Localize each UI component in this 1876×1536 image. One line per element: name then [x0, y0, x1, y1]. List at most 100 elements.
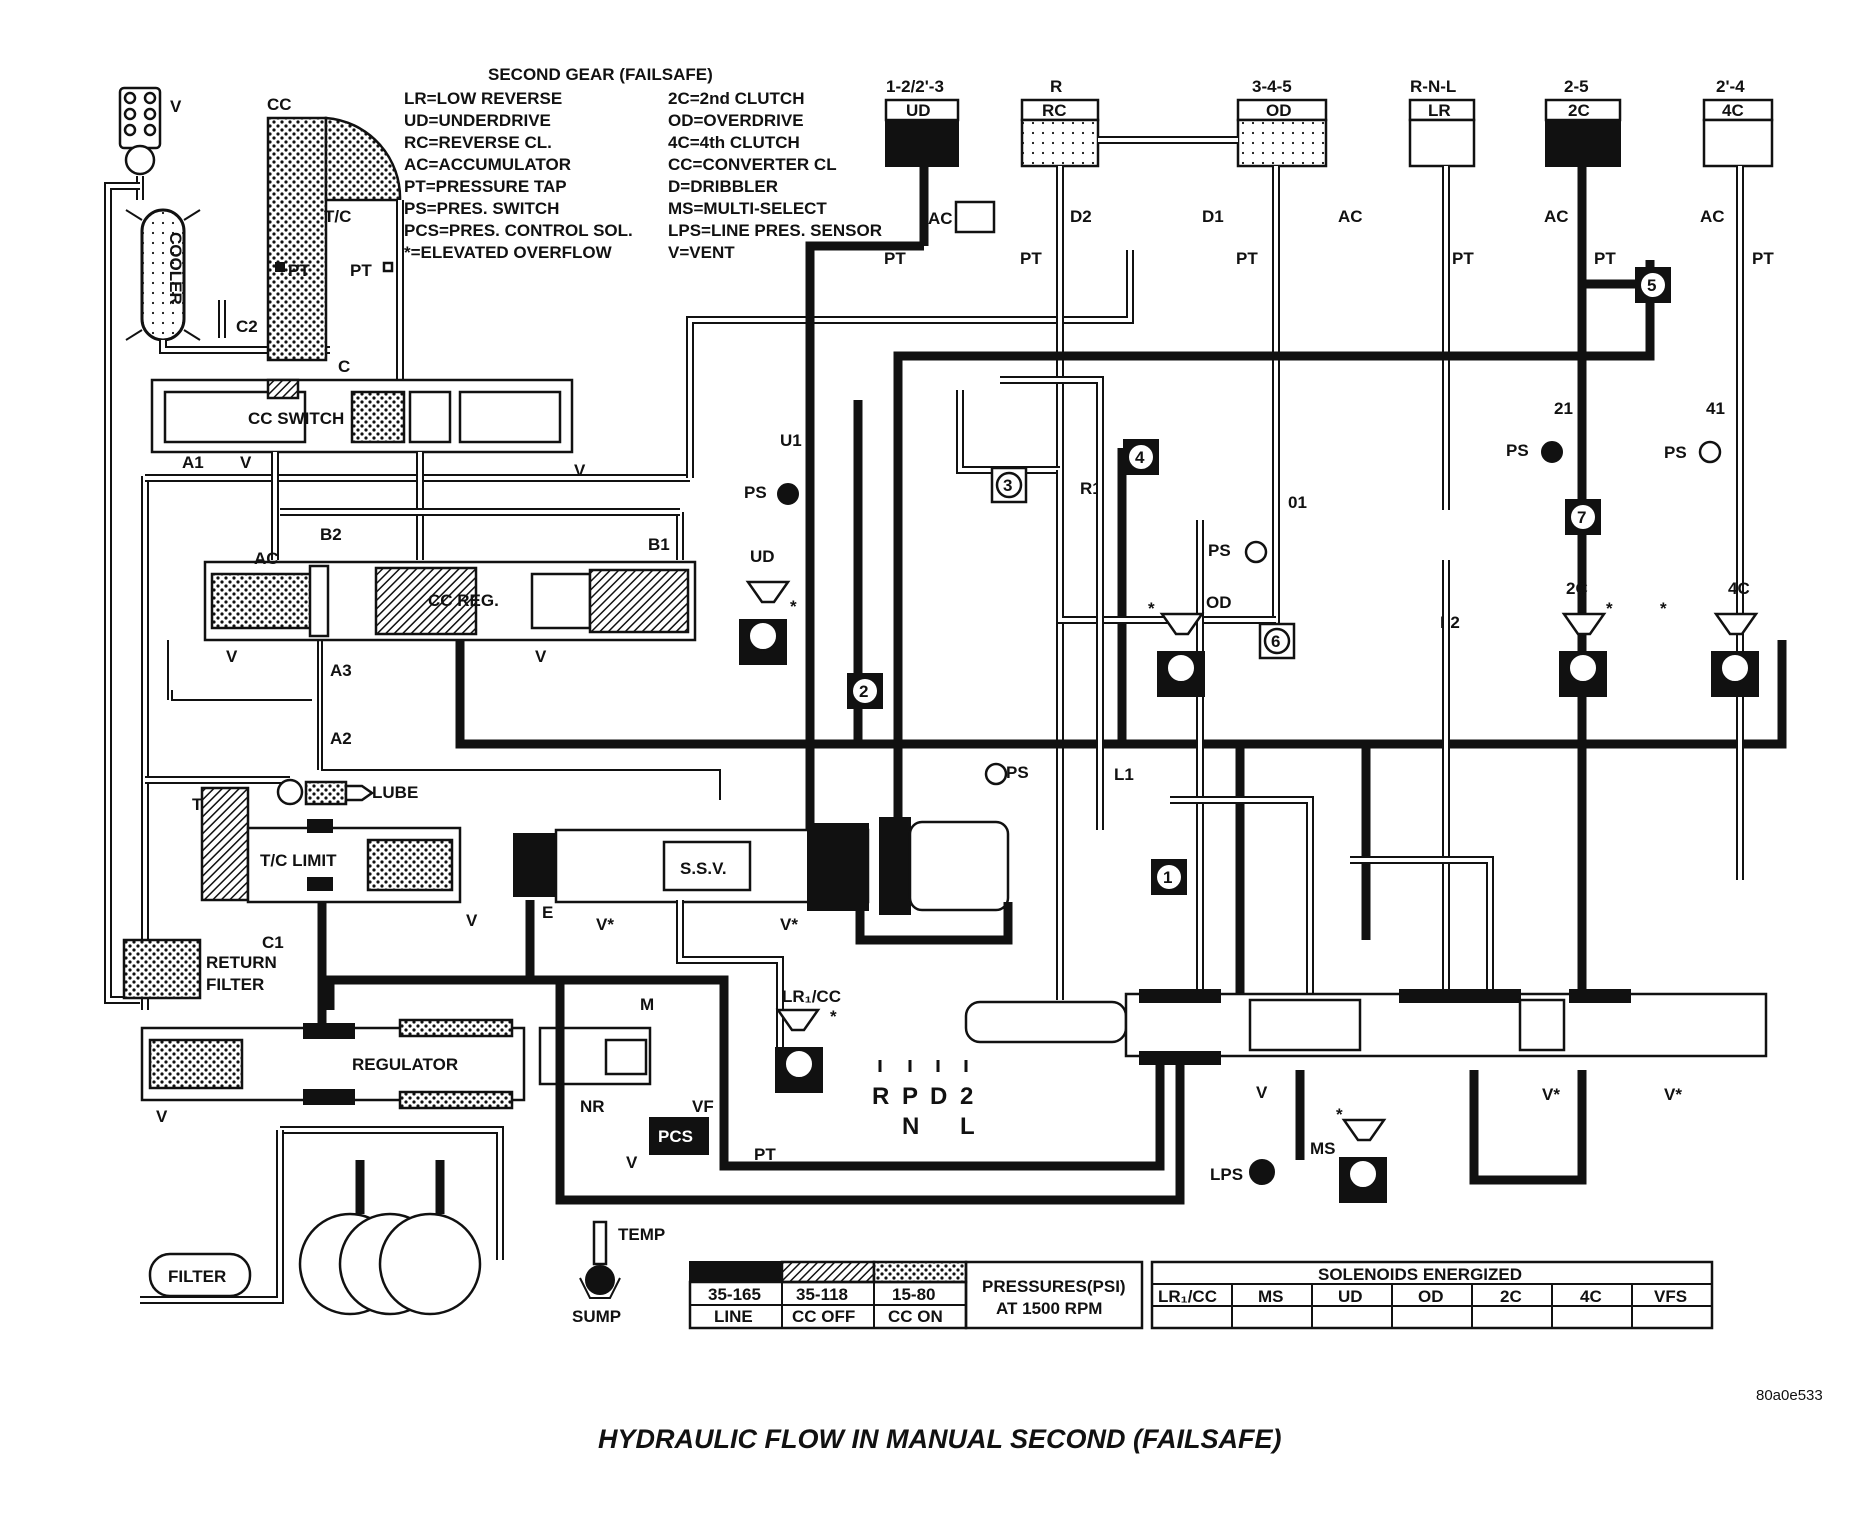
check-ball-4: 4 — [1123, 439, 1159, 475]
clutch-4c-name: 4C — [1722, 101, 1744, 120]
shift-positions: R P D 2 N L — [872, 1060, 975, 1140]
vent-label: V — [170, 97, 182, 116]
clutch-rc-name: RC — [1042, 101, 1067, 120]
pt-od: PT — [1236, 249, 1258, 268]
svg-text:7: 7 — [1577, 508, 1586, 527]
abbr-2c: 2C=2nd CLUTCH — [668, 89, 804, 108]
clutch-2c-piston — [1545, 119, 1621, 167]
cc-dome — [324, 116, 402, 202]
label-2c: 2C — [1566, 579, 1588, 598]
clutch-rc-gear: R — [1050, 77, 1062, 96]
pressure-caption-1: PRESSURES(PSI) — [982, 1277, 1126, 1296]
star-2c: * — [1606, 599, 1613, 618]
temp-sensor: TEMP SUMP — [572, 1220, 665, 1326]
b1-label: B1 — [648, 535, 670, 554]
ac-4c: AC — [1700, 207, 1725, 226]
regulator-label: REGULATOR — [352, 1055, 458, 1074]
clutch-4c-piston — [1702, 118, 1774, 168]
pt-2c: PT — [1594, 249, 1616, 268]
name-cc-on: CC ON — [888, 1307, 943, 1326]
tc-label: T/C — [324, 207, 351, 226]
abbr-lps: LPS=LINE PRES. SENSOR — [668, 221, 882, 240]
n21-label: 21 — [1554, 399, 1573, 418]
check-ball-5: 5 — [1635, 267, 1671, 303]
cc-reg-label: CC REG. — [428, 591, 499, 610]
vent-tclimit: V — [466, 911, 478, 930]
pt-rc: PT — [1020, 249, 1042, 268]
name-line: LINE — [714, 1307, 753, 1326]
legend-heading: SECOND GEAR (FAILSAFE) — [488, 65, 713, 84]
tc-limit-valve: T/C LIMIT T V C1 LUBE — [192, 778, 478, 952]
center-labels: U1 PS UD * PS L1 PS OD * 2C * 4C * LR₁/C… — [744, 431, 1750, 1185]
clutch-od-name: OD — [1266, 101, 1292, 120]
swatch-cc-off — [780, 1260, 876, 1284]
return-filter: RETURN FILTER — [122, 938, 277, 1000]
u1-label: U1 — [780, 431, 802, 450]
label-4c: 4C — [1728, 579, 1750, 598]
vent-cc-switch: V — [240, 453, 252, 472]
clutch-2c-name: 2C — [1568, 101, 1590, 120]
vent-ssv-2: V* — [780, 915, 798, 934]
star-lrcc: * — [830, 1007, 837, 1026]
vent-cc-switch-right: V — [574, 461, 586, 480]
vent-pcs: V — [626, 1153, 638, 1172]
vent-manual-2: V* — [1542, 1085, 1560, 1104]
a2-label: A2 — [330, 729, 352, 748]
ssv-valve: S.S.V. E V* V* — [513, 817, 1010, 934]
ps-2c: PS — [1506, 441, 1529, 460]
pt-ud: PT — [884, 249, 906, 268]
svg-text:2: 2 — [859, 682, 868, 701]
clutch-2c-gear: 2-5 — [1564, 77, 1589, 96]
ac-od: AC — [1338, 207, 1363, 226]
vent-ssv-1: V* — [596, 915, 614, 934]
abbr-ms: MS=MULTI-SELECT — [668, 199, 827, 218]
vent-manual-1: V — [1256, 1083, 1268, 1102]
clutch-2c: 2-5 2C PT AC 21 PS — [1506, 77, 1622, 740]
pt-lr: PT — [1452, 249, 1474, 268]
solenoids-table: SOLENOIDS ENERGIZED LR₁/CC MS UD OD 2C 4… — [1150, 1260, 1714, 1330]
sol-col-lrcc: LR₁/CC — [1158, 1287, 1217, 1306]
svg-text:1: 1 — [1163, 868, 1172, 887]
check-ball-6: 6 — [1258, 622, 1296, 660]
sol-col-ms: MS — [1258, 1287, 1284, 1306]
abbr-ac: AC=ACCUMULATOR — [404, 155, 571, 174]
ssv-label: S.S.V. — [680, 859, 727, 878]
shift-d: D — [930, 1083, 947, 1110]
abbr-v: V=VENT — [668, 243, 735, 262]
lube-label: LUBE — [372, 783, 418, 802]
lube-check — [276, 778, 304, 806]
sol-col-vfs: VFS — [1654, 1287, 1687, 1306]
return-filter-label-1: RETURN — [206, 953, 277, 972]
shift-r: R — [872, 1083, 889, 1110]
o1-label: 01 — [1288, 493, 1307, 512]
abbr-cc: CC=CONVERTER CL — [668, 155, 837, 174]
swatch-cc-on — [872, 1260, 968, 1284]
clutch-packs: 1-2/2'-3 UD PT AC R RC PT D2 R1 3-4-5 OD — [884, 77, 1774, 1000]
vf-label: VF — [692, 1097, 714, 1116]
check-ball-7: 7 — [1565, 499, 1601, 535]
cc-passage — [266, 116, 328, 362]
overflow-valves — [739, 580, 1759, 1203]
sol-col-4c: 4C — [1580, 1287, 1602, 1306]
cc-switch-valve: CC SWITCH A1 V V B2 B1 — [150, 378, 670, 554]
pcs-label: PCS — [658, 1127, 693, 1146]
od-label: OD — [1206, 593, 1232, 612]
ac-label-ccreg: AC — [254, 549, 279, 568]
cc-label: CC — [267, 95, 292, 114]
abbr-od: OD=OVERDRIVE — [668, 111, 804, 130]
solenoids-header: SOLENOIDS ENERGIZED — [1318, 1265, 1522, 1284]
name-cc-off: CC OFF — [792, 1307, 855, 1326]
ps-o1: PS — [1208, 541, 1231, 560]
converter-clutch: CC T/C PT PT C2 C — [218, 95, 404, 380]
pt-pcs: PT — [754, 1145, 776, 1164]
ac-2c: AC — [1544, 207, 1569, 226]
c-label: C — [338, 357, 350, 376]
range-cc-off: 35-118 — [796, 1285, 848, 1304]
filter-label: FILTER — [168, 1267, 226, 1286]
clutch-4c-gear: 2'-4 — [1716, 77, 1745, 96]
pressure-legend: 35-165 35-118 15-80 LINE CC OFF CC ON PR… — [688, 1260, 1144, 1330]
sol-col-2c: 2C — [1500, 1287, 1522, 1306]
sump-label: SUMP — [572, 1307, 621, 1326]
vent-regulator: V — [156, 1107, 168, 1126]
